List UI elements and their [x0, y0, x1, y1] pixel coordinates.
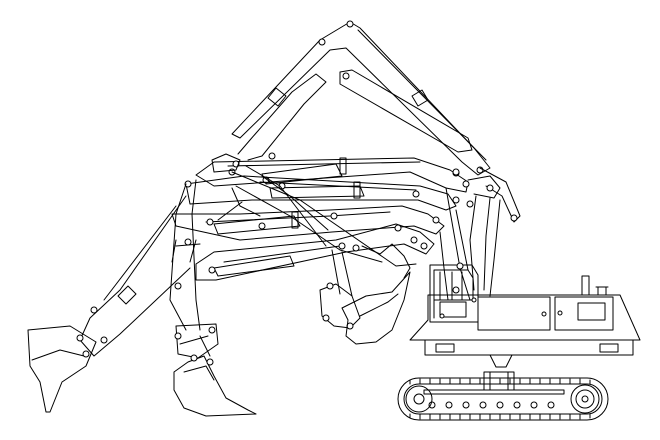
track-inner: [403, 383, 603, 415]
boom-mid-position: [195, 157, 501, 199]
track-outer: [397, 377, 609, 421]
radiator-grille: [577, 302, 606, 321]
boom-level-position: [184, 175, 474, 211]
operator-cab: [429, 264, 479, 323]
boom-high-position: [231, 20, 521, 223]
boom-cylinder-lowest: [213, 255, 295, 277]
boom-cylinder-level: [269, 185, 365, 199]
swing-ring: [489, 354, 513, 368]
counterweight-door: [554, 296, 614, 331]
bucket-curled: [319, 249, 411, 345]
exhaust-stack: [581, 275, 590, 296]
engine-door: [477, 296, 551, 331]
idler-wheel: [405, 385, 433, 413]
upper-structure: [409, 264, 641, 368]
bucket-far-reach: [27, 195, 191, 413]
track-rollers: [428, 401, 555, 409]
boom-foot-links: [439, 187, 501, 301]
boom-lowest-position: [195, 223, 435, 281]
boom-cylinder-low: [213, 215, 301, 235]
machinery-house: [409, 294, 641, 341]
bucket-center-down: [173, 323, 257, 417]
track-frame: [423, 389, 565, 395]
boom-cylinder-high: [339, 69, 473, 153]
stick-links: [169, 73, 417, 331]
track-shoes: [409, 378, 591, 420]
sprocket-wheel: [570, 384, 600, 414]
carbody: [483, 371, 515, 391]
air-intake: [595, 286, 609, 296]
upper-frame-base: [424, 339, 634, 356]
track-assembly: [397, 371, 609, 421]
